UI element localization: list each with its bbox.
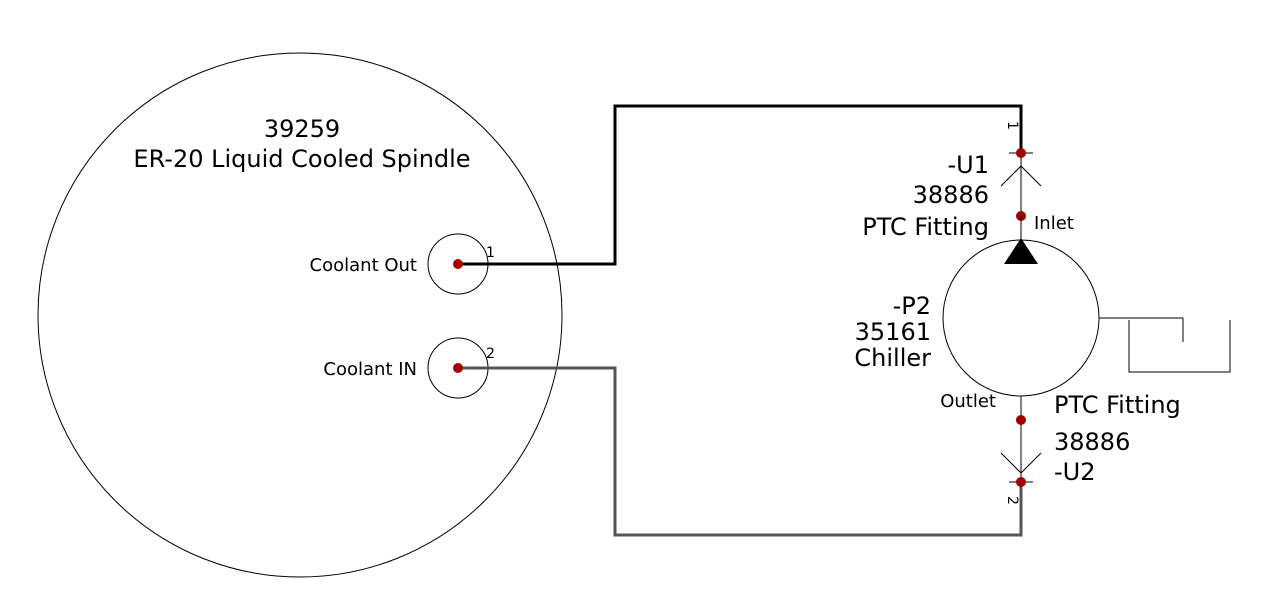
- coolant-in-pin-dot: [453, 363, 463, 373]
- u2-pin-dot-top: [1016, 415, 1026, 425]
- coolant-in-label: Coolant IN: [323, 359, 417, 380]
- u1-pin-dot-top: [1016, 148, 1026, 158]
- spindle-body: [37, 52, 563, 578]
- u2-pin-number: 2: [1004, 496, 1020, 505]
- u1-name: PTC Fitting: [862, 213, 989, 241]
- chiller-inlet-arrow-icon: [1004, 238, 1038, 264]
- chiller-inlet-label: Inlet: [1034, 213, 1074, 234]
- wire-coolant-out: [458, 104, 1023, 266]
- u2-pin-dot-bottom: [1016, 477, 1026, 487]
- wire-coolant-in: [458, 366, 1023, 537]
- spindle-name: ER-20 Liquid Cooled Spindle: [133, 145, 470, 173]
- chiller-name: Chiller: [854, 344, 931, 372]
- chiller-outlet-label: Outlet: [940, 391, 996, 412]
- chiller-designator: -P2: [893, 292, 931, 320]
- u2-name: PTC Fitting: [1054, 391, 1181, 419]
- u2-designator: -U2: [1054, 458, 1096, 486]
- chiller-part-number: 35161: [855, 318, 931, 346]
- u1-designator: -U1: [948, 151, 990, 179]
- coolant-out-pin-dot: [453, 259, 463, 269]
- spindle-part-number: 39259: [264, 115, 340, 143]
- u1-part-number: 38886: [913, 181, 989, 209]
- u2-part-number: 38886: [1054, 428, 1130, 456]
- coolant-out-pin-number: 1: [486, 245, 495, 261]
- fitting-u2-symbol: [1000, 420, 1042, 483]
- coolant-in-pin-number: 2: [486, 346, 495, 362]
- chiller-tank-symbol: [1099, 317, 1231, 373]
- coolant-out-label: Coolant Out: [310, 255, 417, 276]
- fitting-u1-symbol: [1000, 152, 1042, 216]
- u1-pin-number: 1: [1004, 121, 1020, 130]
